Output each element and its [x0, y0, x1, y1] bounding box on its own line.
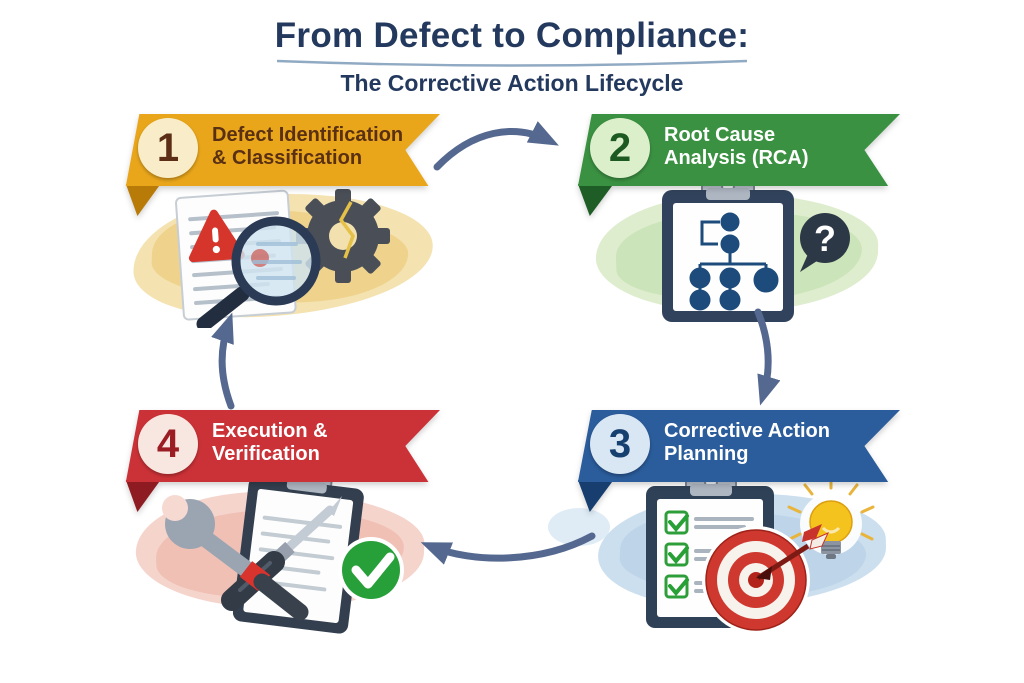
step1-number: 1	[156, 125, 180, 170]
step4-icon-cluster	[162, 469, 404, 634]
step2-label: Root Cause Analysis (RCA)	[664, 124, 809, 169]
step4-number-badge: 4	[138, 414, 198, 474]
step4-number: 4	[156, 421, 180, 466]
step2-ribbon	[577, 114, 900, 216]
step3-number: 3	[608, 421, 632, 466]
step2-icon-cluster: ?	[662, 177, 850, 322]
step3-ribbon	[577, 410, 900, 512]
step3-label: Corrective Action Planning	[664, 420, 830, 465]
question-bubble-icon: ?	[800, 213, 850, 272]
warning-triangle-icon	[188, 209, 245, 263]
magnifier-icon	[196, 216, 321, 328]
step1-number-badge: 1	[138, 118, 198, 178]
wrench-icon	[162, 495, 309, 621]
page-title: From Defect to Compliance:	[274, 16, 750, 55]
title-underline-swoosh	[276, 59, 748, 67]
step4-label: Execution & Verification	[212, 420, 328, 465]
title-block: From Defect to Compliance: The Correctiv…	[0, 16, 1024, 97]
step2-number: 2	[608, 125, 632, 170]
check-circle-icon	[338, 537, 404, 603]
target-arrow-icon	[702, 524, 830, 634]
step1-icon-cluster	[175, 189, 390, 328]
step3-number-badge: 3	[590, 414, 650, 474]
step1-ribbon	[125, 114, 440, 216]
step1-banner: 1 Defect Identification & Classification	[122, 112, 440, 218]
step4-ribbon	[125, 410, 440, 512]
step2-number-badge: 2	[590, 118, 650, 178]
arrow-step4-to-step1	[211, 312, 235, 410]
fault-tree-icon	[689, 212, 779, 311]
step3-banner: 3 Corrective Action Planning	[574, 408, 900, 514]
arrow-step1-to-step2	[433, 121, 559, 171]
step3-icon-cluster	[646, 473, 875, 634]
svg-text:?: ?	[814, 218, 836, 259]
step4-banner: 4 Execution & Verification	[122, 408, 440, 514]
step1-label: Defect Identification & Classification	[212, 124, 404, 169]
step2-banner: 2 Root Cause Analysis (RCA)	[574, 112, 900, 218]
page-subtitle: The Corrective Action Lifecycle	[340, 70, 684, 96]
